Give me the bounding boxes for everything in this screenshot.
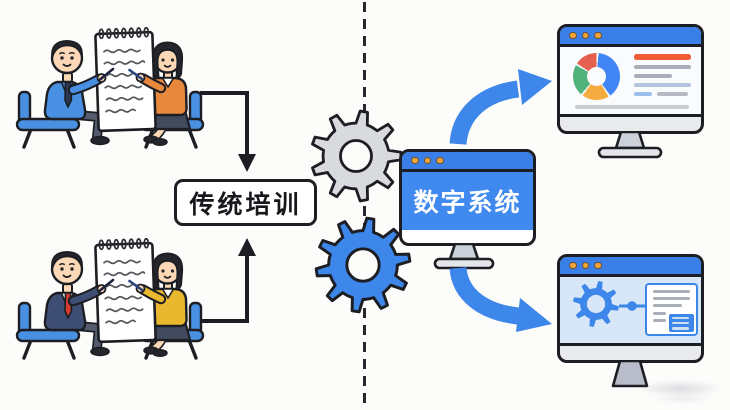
placeholder-line	[653, 304, 682, 308]
arrow-up-icon	[200, 238, 256, 323]
placeholder-line	[657, 92, 688, 96]
monitor-stand	[597, 131, 663, 159]
training-scene-top	[15, 18, 205, 150]
workflow-screen	[560, 277, 701, 346]
window-dots	[411, 156, 444, 165]
placeholder-line	[653, 297, 690, 301]
window-titlebar	[560, 257, 701, 277]
digital-system-monitor: 数字系统	[399, 149, 536, 246]
curved-arrow-top-icon	[449, 69, 552, 146]
window-dot	[581, 261, 589, 270]
window-dot	[594, 31, 602, 40]
placeholder-line	[634, 65, 691, 69]
dashed-divider	[363, 2, 366, 410]
dashboard-screen	[560, 47, 701, 117]
training-scene-bottom	[15, 229, 205, 361]
gear-gray-icon	[311, 109, 403, 203]
arrow-down-icon	[200, 91, 256, 172]
window-dot	[594, 261, 602, 270]
gear-process-icon	[573, 281, 619, 327]
workflow-monitor	[557, 254, 704, 363]
document-highlight-block	[668, 313, 694, 332]
traditional-training-label: 传统培训	[189, 190, 302, 219]
window-dot	[436, 156, 444, 165]
curved-arrow-bottom-icon	[449, 266, 552, 332]
placeholder-line	[671, 316, 689, 319]
digital-system-screen: 数字系统	[402, 172, 533, 230]
window-dot	[423, 156, 431, 165]
report-footer-line	[575, 105, 689, 109]
window-titlebar	[560, 27, 701, 47]
flow-connector	[619, 301, 647, 311]
document-lines	[653, 290, 696, 322]
dashboard-monitor	[557, 24, 704, 134]
window-dots	[569, 261, 602, 270]
digital-system-label: 数字系统	[413, 189, 522, 217]
placeholder-line	[671, 321, 689, 325]
placeholder-line	[653, 318, 666, 322]
report-text-lines	[634, 54, 691, 101]
monitor-neck	[611, 360, 649, 388]
placeholder-line	[653, 290, 690, 293]
placeholder-line	[653, 311, 666, 315]
window-dot	[581, 31, 589, 40]
placeholder-line	[634, 92, 652, 96]
shadow-smudge	[636, 381, 724, 396]
monitor-stand	[433, 243, 495, 270]
placeholder-line	[575, 105, 689, 109]
document-icon	[645, 283, 698, 336]
placeholder-line	[671, 327, 689, 330]
window-dot	[569, 261, 577, 270]
placeholder-line	[634, 83, 691, 87]
placeholder-line	[634, 54, 691, 60]
traditional-training-box: 传统培训	[174, 179, 317, 226]
donut-chart	[573, 53, 620, 100]
window-dots	[569, 31, 602, 40]
placeholder-line	[634, 74, 672, 78]
window-titlebar	[402, 152, 533, 172]
shadow-smudge	[652, 394, 714, 403]
window-dot	[569, 31, 577, 40]
gear-blue-icon	[314, 216, 412, 314]
window-dot	[411, 156, 419, 165]
block-lines	[671, 316, 694, 330]
